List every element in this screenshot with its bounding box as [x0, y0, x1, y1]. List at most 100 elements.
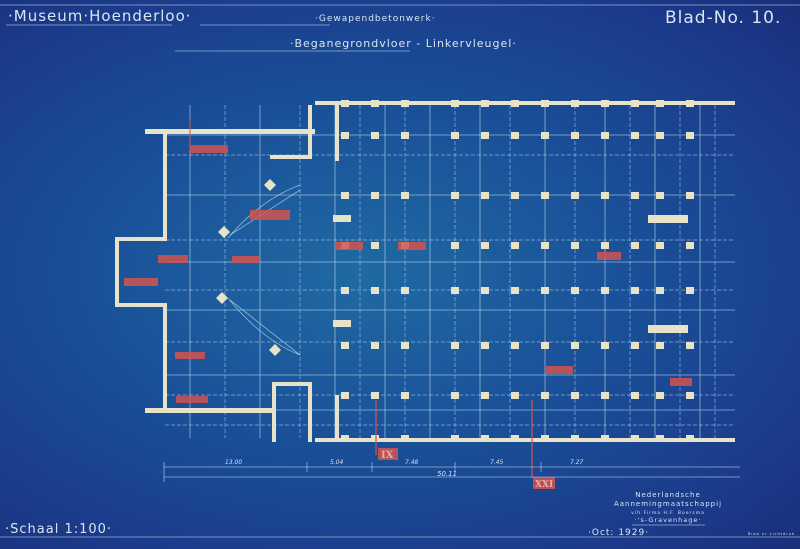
column: [631, 100, 639, 107]
dimension-13-00: 13.00: [225, 459, 242, 466]
beam-support: [333, 215, 351, 222]
column: [401, 392, 409, 399]
dimension-7-48: 7.48: [405, 459, 419, 466]
curved-stair: [227, 184, 301, 356]
discipline-title: ·Gewapendbetonwerk·: [315, 14, 436, 24]
section-mark-ix: IX: [381, 450, 394, 461]
sheet-number: Blad-No. 10.: [665, 8, 781, 28]
dimension-ticks: [163, 462, 542, 482]
column: [481, 342, 489, 349]
column: [656, 392, 664, 399]
column: [481, 287, 489, 294]
column: [656, 132, 664, 139]
column-octagonal: [269, 344, 281, 356]
beam-support: [648, 215, 688, 223]
column: [571, 100, 579, 107]
section-mark-ix-box: [378, 448, 398, 460]
column: [371, 287, 379, 294]
printer-mark: Blad nr Lichtdruk: [748, 532, 795, 536]
column: [451, 132, 459, 139]
column: [686, 100, 694, 107]
walls: [115, 101, 735, 442]
column: [511, 342, 519, 349]
column: [371, 242, 379, 249]
column: [631, 242, 639, 249]
column: [541, 435, 549, 442]
red-annotations: [124, 120, 692, 403]
column: [656, 192, 664, 199]
column: [341, 342, 349, 349]
dimension-7-45: 7.45: [490, 459, 504, 466]
column: [571, 192, 579, 199]
column: [686, 435, 694, 442]
column: [601, 242, 609, 249]
column: [371, 192, 379, 199]
column: [481, 435, 489, 442]
column: [686, 242, 694, 249]
red-label-mark: [670, 378, 692, 386]
column: [601, 132, 609, 139]
column: [401, 287, 409, 294]
column: [371, 392, 379, 399]
column: [481, 100, 489, 107]
column: [571, 132, 579, 139]
column: [686, 192, 694, 199]
column-octagonal: [264, 179, 276, 191]
column: [631, 435, 639, 442]
sheet-name: ·Beganegrondvloer - Linkervleugel·: [290, 37, 517, 50]
column: [401, 132, 409, 139]
column: [571, 435, 579, 442]
section-mark-xxi-box: [533, 477, 555, 489]
column: [686, 287, 694, 294]
column: [451, 242, 459, 249]
column: [481, 132, 489, 139]
column: [341, 132, 349, 139]
column: [511, 435, 519, 442]
column: [631, 287, 639, 294]
column: [571, 242, 579, 249]
beam-support: [333, 320, 351, 327]
column: [601, 342, 609, 349]
column: [401, 100, 409, 107]
column-octagonal: [218, 226, 230, 238]
column: [511, 132, 519, 139]
beam-support: [648, 325, 688, 333]
contractor-line3: v/h Firma H.F. Boersma: [631, 510, 705, 516]
red-label-mark: [232, 256, 260, 263]
column: [541, 242, 549, 249]
column: [341, 435, 349, 442]
column: [371, 435, 379, 442]
column: [656, 342, 664, 349]
red-label-mark: [124, 278, 158, 286]
column: [541, 392, 549, 399]
column: [451, 287, 459, 294]
column: [371, 342, 379, 349]
dimension-7-27: 7.27: [570, 459, 584, 466]
red-label-mark: [597, 252, 621, 260]
column: [451, 435, 459, 442]
column: [511, 242, 519, 249]
column: [341, 192, 349, 199]
date: ·Oct: 1929·: [588, 528, 649, 538]
column: [401, 192, 409, 199]
column: [631, 392, 639, 399]
scale: ·Schaal 1:100·: [5, 522, 112, 537]
section-mark-xxi: XXI: [535, 480, 553, 490]
column: [511, 287, 519, 294]
column: [656, 435, 664, 442]
column: [601, 392, 609, 399]
column: [541, 132, 549, 139]
column: [371, 100, 379, 107]
column: [571, 392, 579, 399]
column: [401, 342, 409, 349]
column: [341, 287, 349, 294]
column: [601, 287, 609, 294]
project-title: ·Museum·Hoenderloo·: [8, 7, 192, 25]
column: [481, 242, 489, 249]
column: [541, 192, 549, 199]
column: [541, 100, 549, 107]
column: [451, 392, 459, 399]
column: [656, 242, 664, 249]
column: [571, 342, 579, 349]
